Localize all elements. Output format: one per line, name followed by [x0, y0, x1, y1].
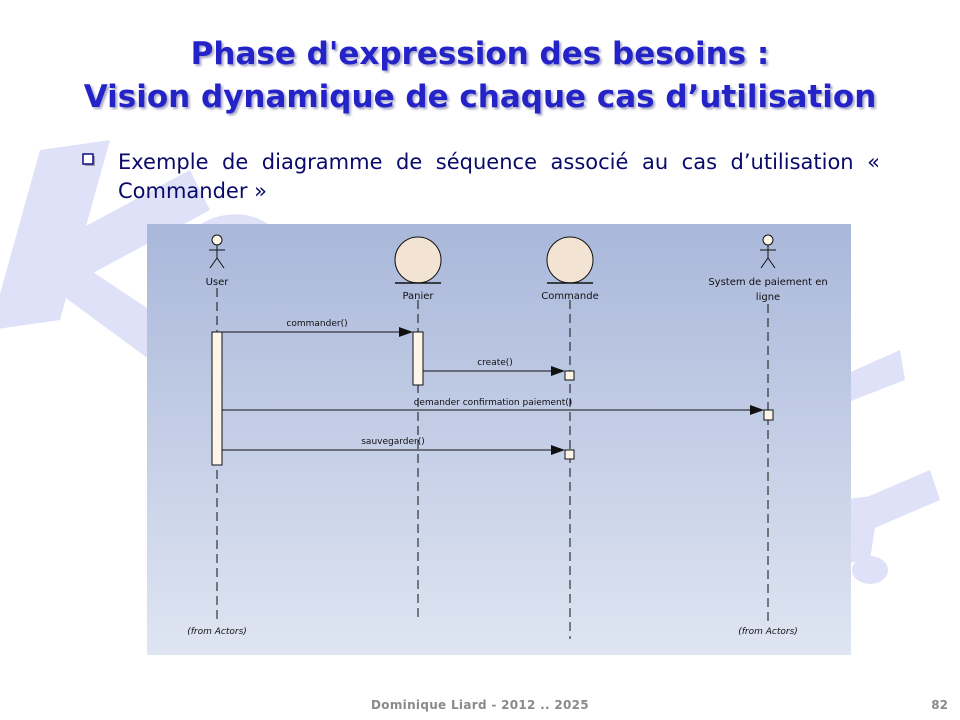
slide-title-line2: Vision dynamique de chaque cas d’utilisa… — [83, 79, 877, 115]
message-create-label: create() — [477, 358, 513, 368]
participant-system-label-line1: System de paiement en — [708, 277, 827, 288]
message-commander-label: commander() — [286, 319, 347, 329]
actor-user-icon — [209, 234, 225, 269]
user-from-actors-note: (from Actors) — [187, 627, 247, 637]
message-demander-label: demander confirmation paiement() — [414, 398, 573, 408]
message-sauvegarder-label: sauvegarder() — [361, 437, 425, 447]
participant-system-label-line2: ligne — [756, 292, 780, 303]
slide-title-line1: Phase d'expression des besoins : — [190, 36, 770, 72]
activation-commande-save — [564, 449, 575, 460]
checkbox-bullet-icon — [82, 153, 95, 166]
activation-user — [211, 331, 223, 466]
message-create: create() — [423, 358, 565, 376]
activation-system — [763, 409, 774, 421]
entity-commande-icon — [546, 236, 594, 284]
message-sauvegarder: sauvegarder() — [222, 437, 565, 455]
participant-panier-label: Panier — [402, 291, 434, 302]
message-demander-confirmation: demander confirmation paiement() — [222, 398, 764, 415]
diagram-background — [147, 224, 851, 655]
participant-commande-label: Commande — [541, 291, 599, 302]
page-number: 82 — [931, 698, 948, 712]
actor-system-icon — [760, 234, 776, 269]
footer-author: Dominique Liard - 2012 .. 2025 — [371, 698, 589, 712]
bullet-text: Exemple de diagramme de séquence associé… — [118, 150, 880, 203]
activation-commande-create — [564, 370, 575, 381]
participant-user-label: User — [206, 277, 230, 288]
activation-panier — [412, 331, 424, 386]
sequence-diagram: User Panier Commande System de paiement … — [147, 224, 851, 655]
message-commander: commander() — [222, 319, 413, 337]
system-from-actors-note: (from Actors) — [738, 627, 798, 637]
entity-panier-icon — [394, 236, 442, 284]
